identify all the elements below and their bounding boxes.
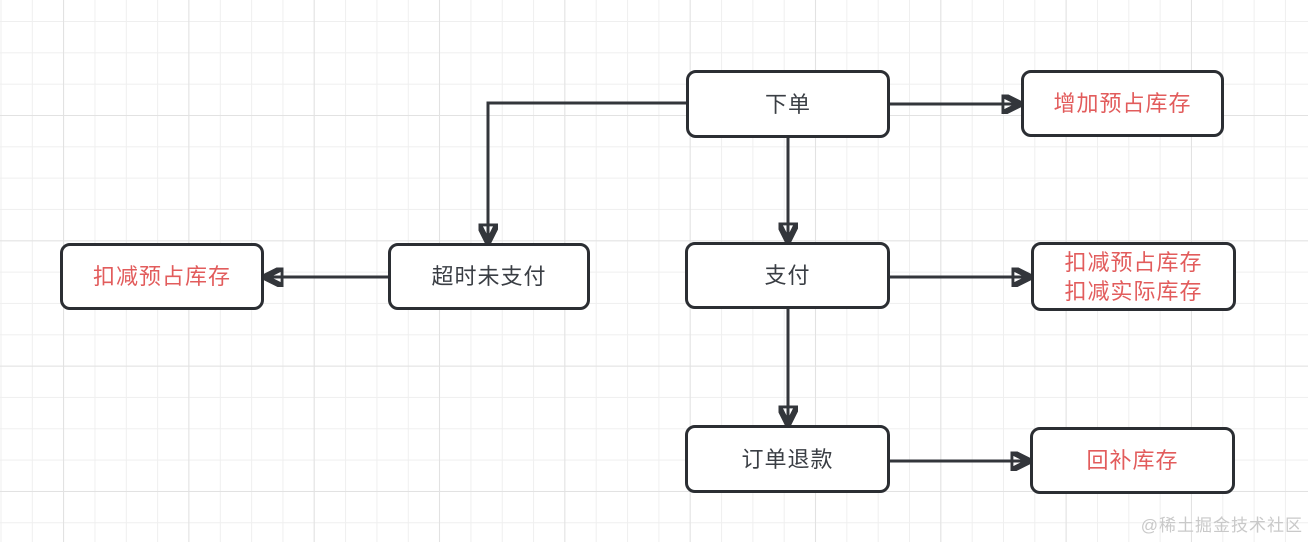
node-timeout-unpaid: 超时未支付: [388, 243, 590, 310]
node-order-refund: 订单退款: [685, 425, 890, 493]
node-replenish-stock-label: 回补库存: [1086, 448, 1179, 473]
node-deduct-reserved-and-actual-line2: 扣减实际库存: [1064, 278, 1203, 304]
node-order-refund-label: 订单退款: [741, 446, 834, 472]
node-pay-label: 支付: [764, 263, 811, 288]
node-replenish-stock: 回补库存: [1030, 427, 1235, 494]
node-place-order: 下单: [686, 70, 890, 138]
node-place-order-label: 下单: [764, 91, 811, 117]
node-increase-reserved-stock: 增加预占库存: [1021, 70, 1224, 137]
node-increase-reserved-stock-label: 增加预占库存: [1053, 91, 1192, 116]
node-deduct-reserved-and-actual-line1: 扣减预占库存: [1064, 249, 1203, 275]
node-timeout-unpaid-label: 超时未支付: [431, 264, 547, 289]
node-deduct-reserved-stock: 扣减预占库存: [60, 243, 264, 310]
node-pay: 支付: [685, 242, 890, 309]
edge-place-order-to-timeout-unpaid: [488, 101, 686, 241]
node-deduct-reserved-stock-label: 扣减预占库存: [92, 264, 231, 289]
juejin-watermark: @稀土掘金技术社区: [1140, 516, 1303, 535]
node-deduct-reserved-and-actual-stock: 扣减预占库存 扣减实际库存: [1031, 242, 1236, 311]
